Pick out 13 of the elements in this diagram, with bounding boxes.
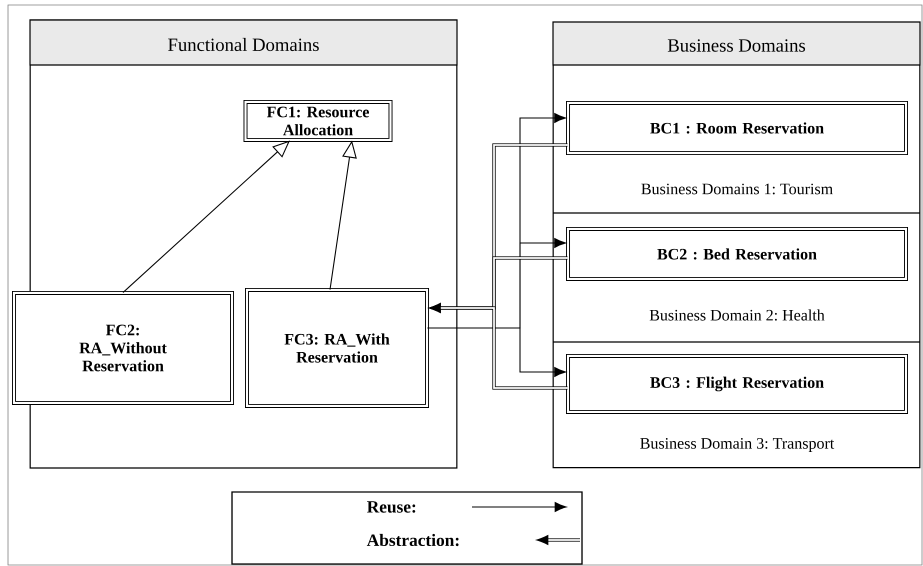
component-box: BC2 : Bed Reservation: [566, 227, 908, 281]
domain-label: Business Domain 3: Transport: [640, 438, 834, 452]
component-box: FC3: RA_With Reservation: [245, 288, 429, 408]
component-box: BC3 : Flight Reservation: [566, 354, 908, 414]
domain-label: Business Domain 2: Health: [650, 309, 825, 321]
arrow: [427, 327, 566, 377]
component-box: FC1: Resource Allocation: [244, 100, 392, 142]
legend-label: Abstraction:: [366, 534, 459, 546]
component-box: FC2: RA_Without Reservation: [12, 291, 234, 405]
domain-label: Business Domains 1: Tourism: [641, 184, 833, 194]
component-box: BC1 : Room Reservation: [566, 101, 908, 155]
arrow: [428, 302, 568, 390]
legend-label: Reuse:: [367, 501, 416, 513]
